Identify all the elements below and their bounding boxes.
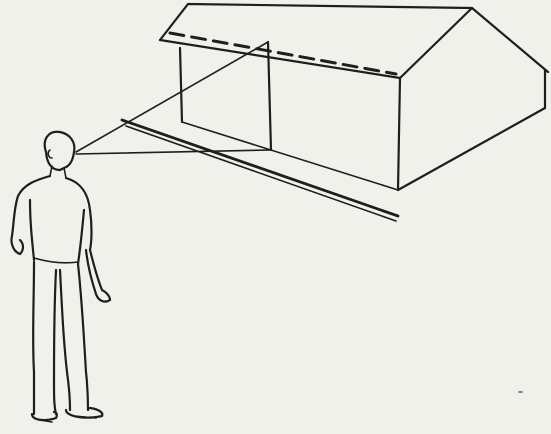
ground-line-upper <box>122 120 398 216</box>
roof-ridge-dashed-line <box>170 33 396 74</box>
observer <box>11 132 110 422</box>
house <box>160 4 548 190</box>
observer-belt <box>34 258 78 263</box>
observer-right-arm <box>86 250 110 302</box>
sight-line-to-base <box>76 150 271 154</box>
observer-torso <box>12 176 92 264</box>
ground-line-lower <box>126 126 396 221</box>
roof-gable-slope <box>400 8 472 78</box>
front-wall-corner-edge <box>398 78 400 190</box>
observer-right-leg <box>78 264 88 410</box>
ground-edge-line <box>122 120 398 221</box>
observer-neck-left <box>50 166 52 176</box>
gable-base-line <box>398 108 545 190</box>
observer-ear <box>48 150 52 158</box>
observer-left-shoe <box>32 412 57 420</box>
sight-line-to-roof <box>76 42 268 152</box>
observer-left-arm <box>11 236 23 254</box>
front-wall-left-edge <box>180 48 182 122</box>
roof-outline <box>160 4 548 72</box>
observer-left-leg <box>33 262 34 414</box>
observer-inner-leg <box>54 270 70 414</box>
roof-front-edge <box>160 40 400 78</box>
observer-neck-right <box>64 168 66 178</box>
